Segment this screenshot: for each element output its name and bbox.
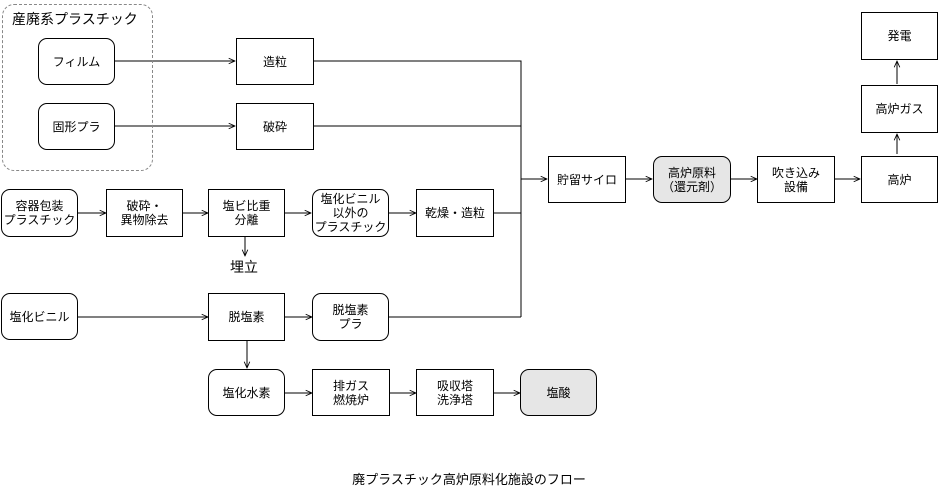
node-crush-remove: 破砕・ 異物除去: [106, 189, 183, 237]
node-pvc-gravity-separation: 塩ビ比重 分離: [208, 189, 285, 237]
node-dechlorinated-plastic: 脱塩素 プラ: [312, 293, 389, 341]
node-container-packaging: 容器包装 プラスチック: [1, 189, 78, 237]
node-blast-furnace: 高炉: [861, 156, 938, 203]
node-dechlorination: 脱塩素: [208, 293, 285, 341]
node-injection-equipment: 吹き込み 設備: [757, 156, 835, 203]
node-power-generation: 発電: [861, 12, 938, 60]
node-granulation: 造粒: [236, 38, 314, 85]
node-hydrochloric-acid: 塩酸: [520, 369, 597, 416]
node-exhaust-combustion: 排ガス 燃焼炉: [312, 369, 390, 416]
group-label: 産廃系プラスチック: [12, 12, 138, 28]
node-film: フィルム: [38, 38, 115, 85]
node-storage-silo: 貯留サイロ: [548, 156, 626, 203]
node-landfill: 埋立: [230, 260, 258, 276]
node-absorption-wash: 吸収塔 洗浄塔: [416, 369, 494, 416]
node-hydrogen-chloride: 塩化水素: [208, 369, 285, 416]
industrial-plastics-group: [2, 4, 153, 171]
node-crushing: 破砕: [236, 103, 314, 150]
node-non-pvc-plastic: 塩化ビニル 以外の プラスチック: [312, 189, 389, 237]
node-bf-feedstock: 高炉原料 （還元剤）: [653, 156, 731, 203]
node-solid-plastic: 固形プラ: [38, 103, 115, 150]
edge-granulation-merge: [314, 60, 522, 317]
node-pvc: 塩化ビニル: [1, 293, 78, 340]
node-bf-gas: 高炉ガス: [861, 85, 938, 133]
diagram-caption: 廃プラスチック高炉原料化施設のフロー: [352, 473, 586, 488]
node-dry-granulation: 乾燥・造粒: [416, 189, 494, 237]
